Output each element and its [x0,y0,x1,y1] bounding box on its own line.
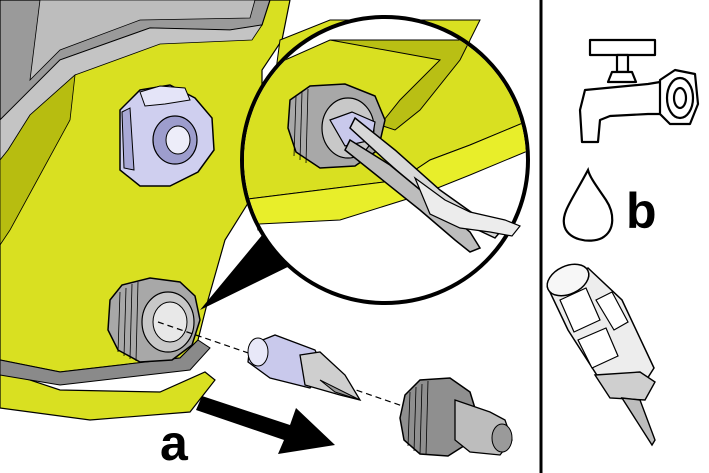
inlet-filter-icon [546,263,656,447]
upper-socket [119,84,215,187]
water-drop-icon [562,166,614,242]
water-tap-icon [578,38,700,144]
magnifier-detail [240,15,530,305]
quick-coupling [399,377,513,457]
removed-filter [247,334,362,402]
arrow-icon [196,396,335,454]
pliers-icon [344,116,521,253]
housing-base [0,369,216,421]
housing-side [0,74,76,246]
alignment-line [157,321,421,413]
step-label-a: a [160,415,188,471]
water-inlet [107,277,201,363]
housing-bottom-rim [0,339,211,386]
housing-top-inner [29,0,256,82]
step-label-b: b [626,183,657,239]
